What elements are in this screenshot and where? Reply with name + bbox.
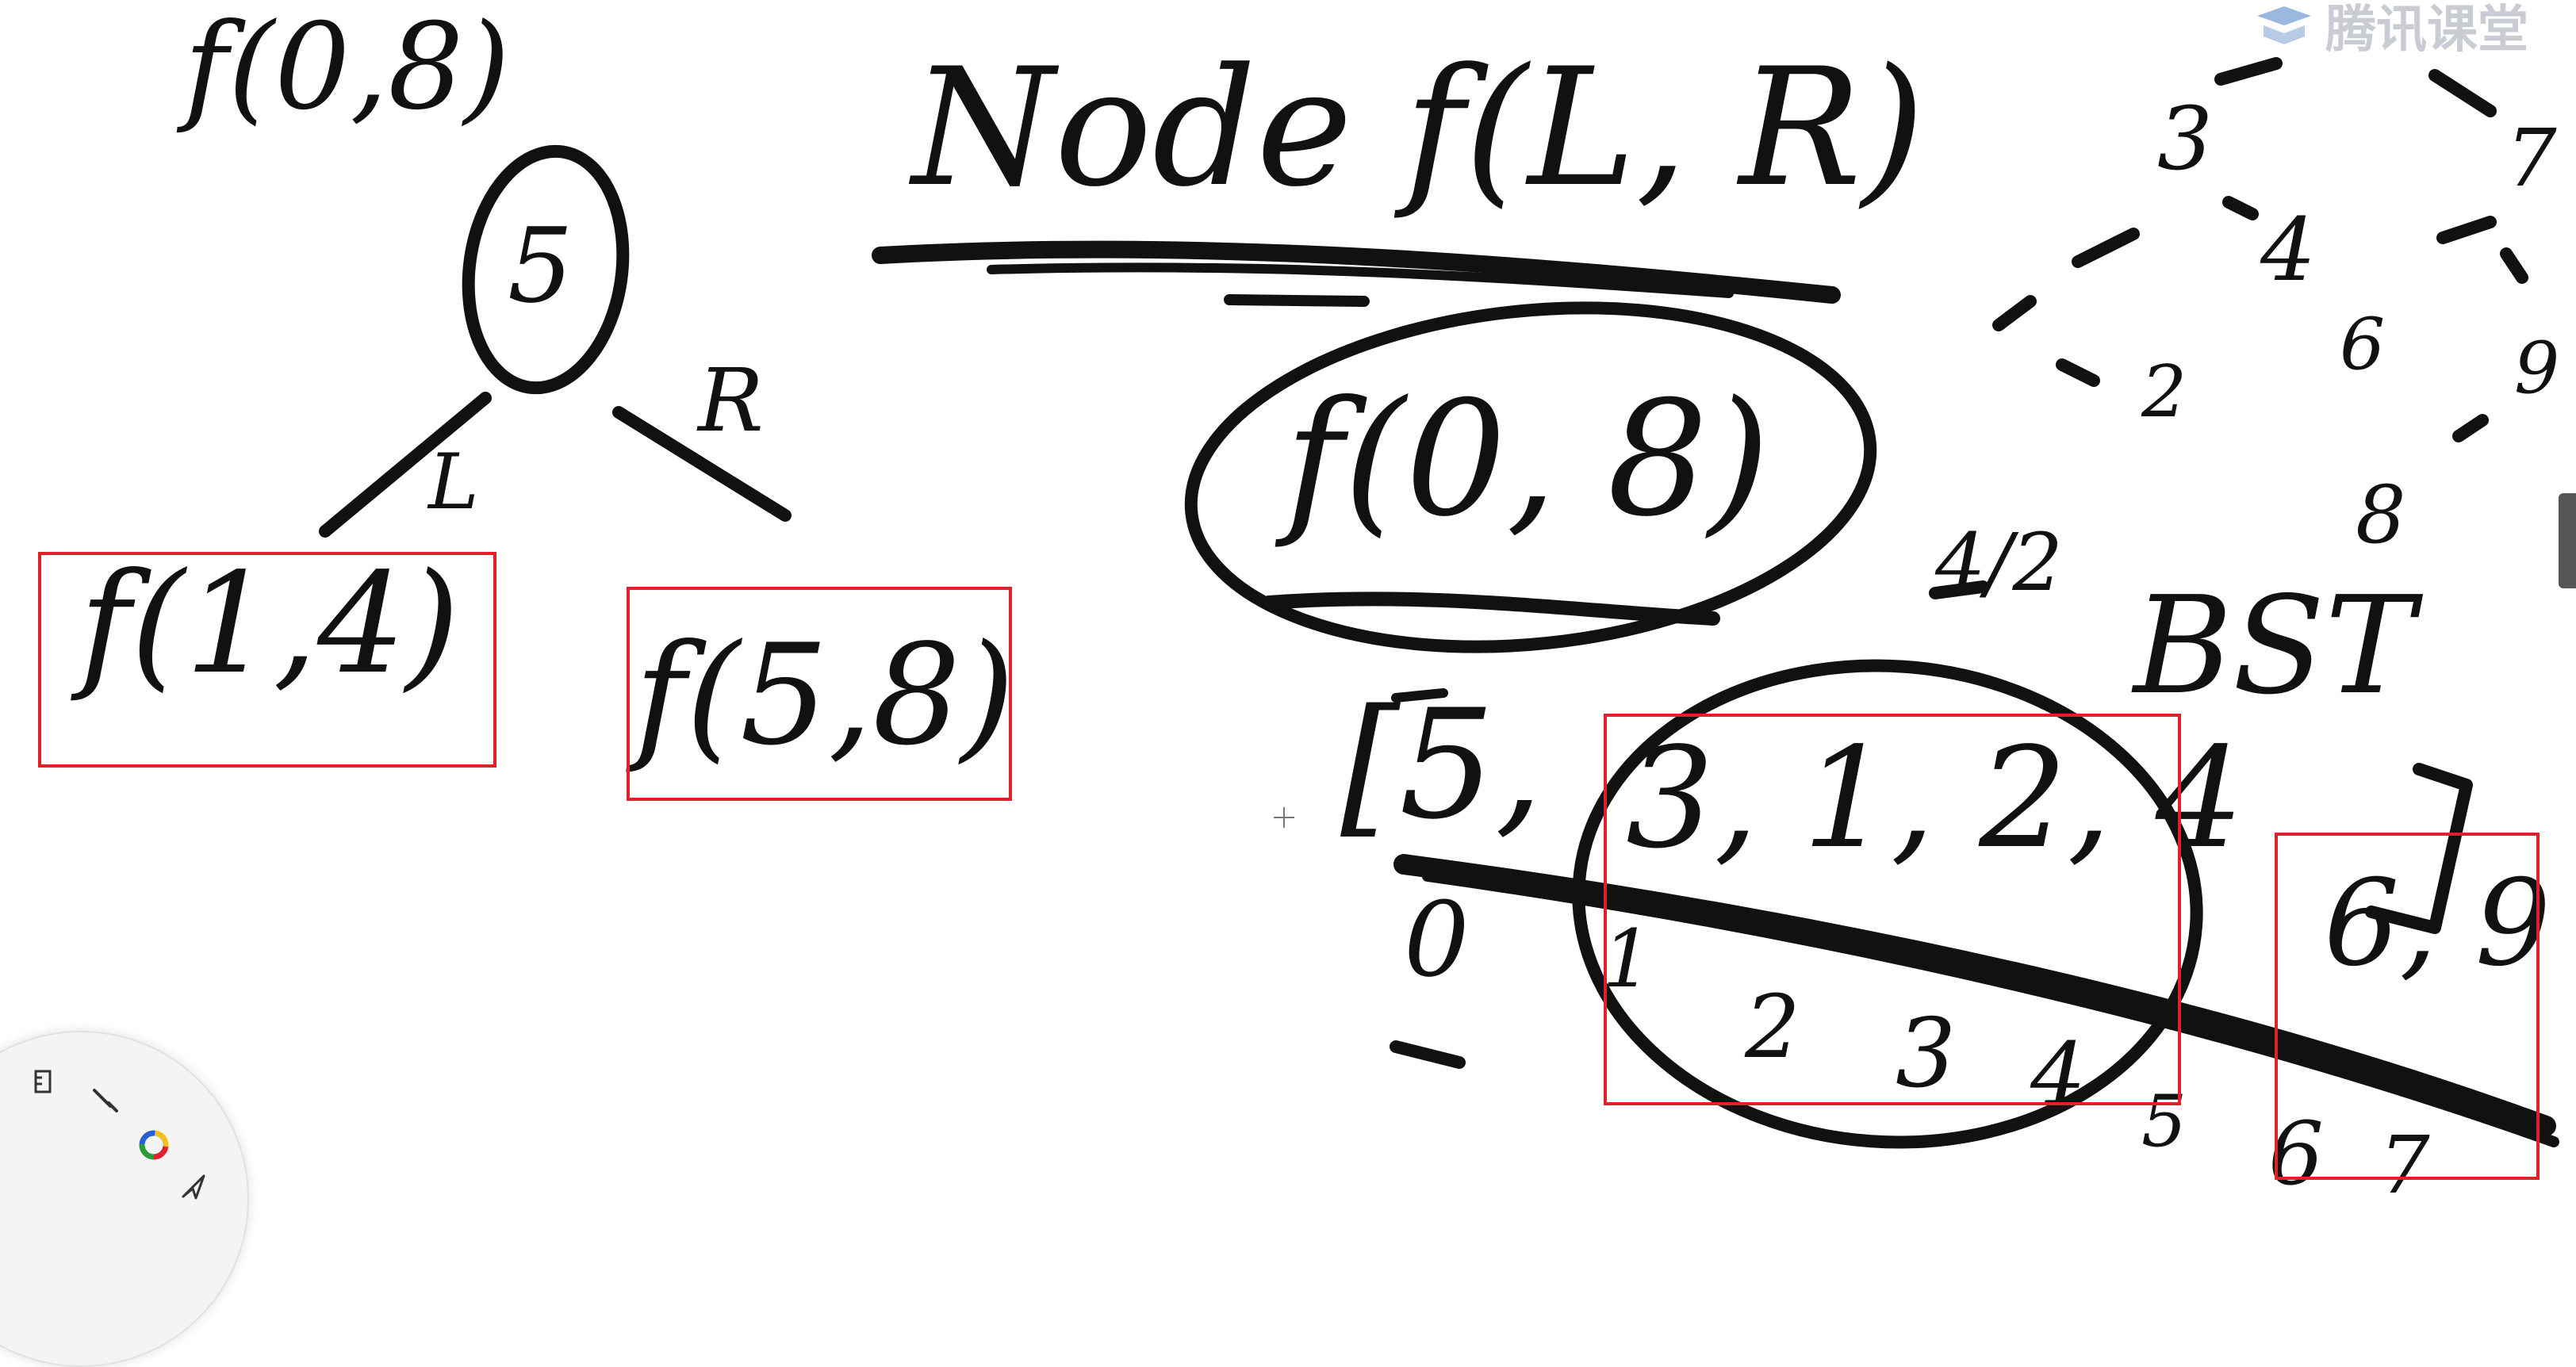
index-dash (1390, 1040, 1466, 1069)
underline-node-2 (987, 262, 1734, 298)
index-2: 2 (1745, 976, 1800, 1078)
f08-oval (1184, 301, 1877, 653)
index-7: 7 (2379, 1119, 2430, 1212)
crosshair-cursor-icon (1274, 807, 1294, 828)
tree-node-9: 9 (2514, 327, 2560, 410)
underline-node-1 (872, 240, 1841, 304)
watermark-text: 腾讯课堂 (2325, 1, 2528, 59)
color-picker-icon[interactable] (136, 1128, 171, 1162)
tree-node-7: 7 (2506, 112, 2557, 205)
left-branch-stroke (319, 392, 492, 538)
tree-node-8: 8 (2356, 469, 2406, 561)
array-left-subtree: 3, 1, 2, 4 (1626, 718, 2244, 879)
index-0: 0 (1404, 879, 1470, 1000)
underline-node-3 (1224, 294, 1370, 307)
tree-node-2: 2 (2141, 350, 2187, 434)
array-strike (1393, 854, 2556, 1136)
f08-underline (1262, 592, 1720, 626)
highlight-right-subtree (2275, 833, 2540, 1180)
label-bst: BST (2133, 568, 2415, 725)
pointer-tool-icon[interactable] (176, 1169, 211, 1204)
label-fraction: 4/2 (1935, 516, 2063, 609)
array-close-bracket (2365, 763, 2473, 934)
highlight-left-subtree (1604, 714, 2181, 1105)
tree-node-6: 6 (2340, 303, 2386, 386)
tree-node-3: 3 (2157, 88, 2213, 190)
classroom-logo-icon (2257, 6, 2311, 44)
page-scroll-handle[interactable] (2559, 493, 2576, 588)
tree-right-label: R (698, 350, 764, 451)
array-open: [5, (1340, 677, 1543, 852)
tree-node-4: 4 (2260, 199, 2316, 301)
root-circle (462, 144, 630, 395)
index-1: 1 (1602, 913, 1653, 1005)
expr-f-1-4: f(1,4) (79, 544, 460, 705)
brush-tool-icon[interactable] (87, 1082, 122, 1116)
tree-left-label: L (428, 438, 479, 527)
index-3: 3 (1896, 999, 1957, 1109)
array-right-subtree: 6, 9 (2324, 855, 2551, 993)
right-branch-stroke (612, 406, 792, 522)
expr-f-0-8-top: f(0,8) (184, 0, 511, 136)
expr-node-f-l-r: Node f(L, R) (912, 34, 1926, 223)
tree-root-5: 5 (508, 205, 573, 326)
expr-f-5-8: f(5,8) (634, 615, 1015, 776)
highlight-f-5-8 (627, 587, 1012, 801)
ruler-tool-icon[interactable] (25, 1064, 60, 1099)
expr-f-0-8-circled: f(0, 8) (1285, 367, 1770, 552)
highlight-f-1-4 (38, 552, 496, 768)
tencent-classroom-watermark: 腾讯课堂 (2252, 0, 2528, 62)
